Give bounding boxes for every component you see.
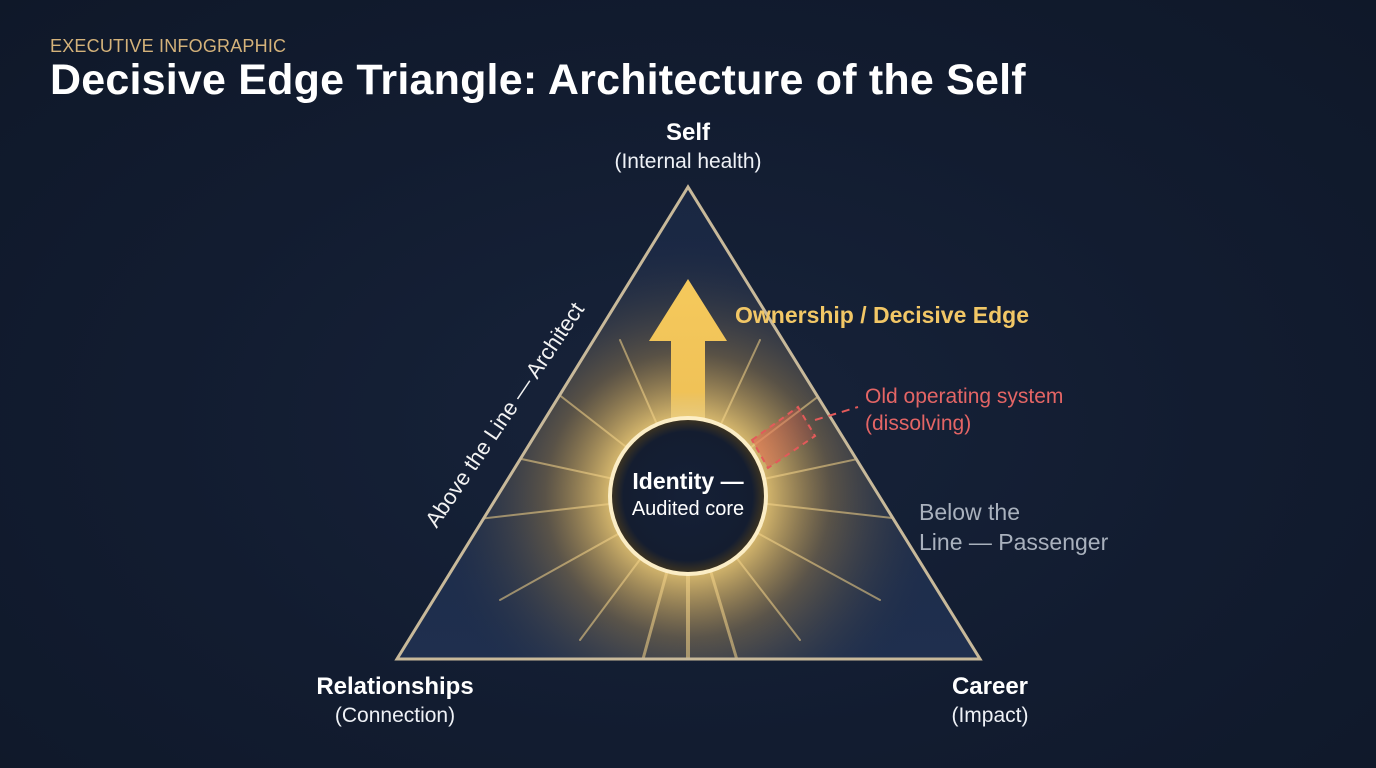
triangle-outline: [394, 184, 983, 661]
ownership-label: Ownership / Decisive Edge: [735, 302, 1029, 328]
vertex-self-sub: (Internal health): [614, 150, 762, 173]
vertex-relationships-name: Relationships: [316, 673, 474, 700]
dashed-block-icon: [750, 405, 859, 470]
core-label: Identity — Audited core: [608, 466, 768, 522]
vertex-self-name: Self: [665, 119, 710, 146]
vertex-career-name: Career: [951, 673, 1029, 700]
core-label-line2: Audited core: [631, 498, 745, 520]
old-os-line1: Old operating system: [865, 385, 1064, 408]
vertex-career-sub: (Impact): [951, 704, 1029, 727]
old-os-label: Old operating system (dissolving): [865, 383, 1063, 437]
up-arrow-icon: [649, 279, 727, 440]
vertex-self: Self (Internal health): [588, 118, 788, 176]
core-label-line1: Identity —: [632, 468, 744, 494]
below-the-line-label: Below the Line — Passenger: [919, 497, 1108, 557]
page-title: Decisive Edge Triangle: Architecture of …: [50, 56, 1026, 104]
below-line1: Below the: [919, 499, 1021, 525]
old-os-line2: (dissolving): [865, 412, 972, 435]
below-line2: Line — Passenger: [919, 529, 1109, 555]
vertex-career: Career (Impact): [920, 672, 1060, 730]
kicker-label: EXECUTIVE INFOGRAPHIC: [50, 36, 287, 56]
eclipse-core-icon: [612, 420, 764, 572]
vertex-relationships: Relationships (Connection): [285, 672, 505, 730]
vertex-relationships-sub: (Connection): [334, 704, 456, 727]
